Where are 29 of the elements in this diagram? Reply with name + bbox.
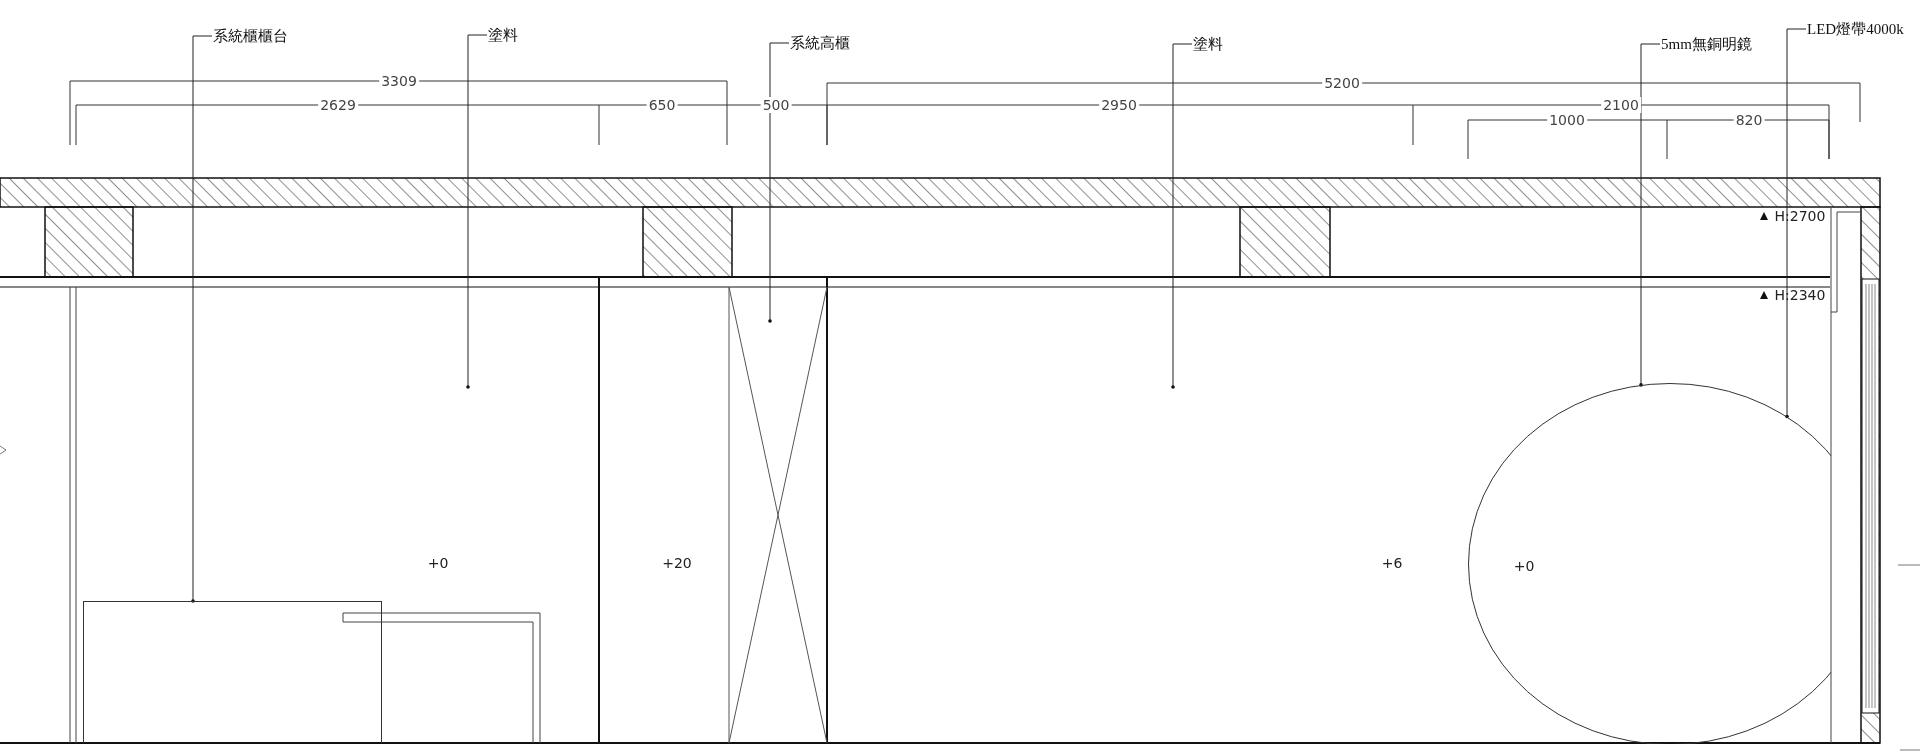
dimension-value: 5200 xyxy=(1322,75,1362,91)
level-mark: +0 xyxy=(427,555,449,571)
leader-line xyxy=(466,34,488,389)
leader-line xyxy=(1785,28,1807,419)
leader-line xyxy=(1171,43,1193,389)
leader-label: 塗料 xyxy=(1193,35,1223,53)
dimension-value: 820 xyxy=(1733,112,1765,128)
leader-line xyxy=(191,35,213,603)
level-mark: +20 xyxy=(662,555,692,571)
height-mark: H:2700 xyxy=(1774,208,1826,224)
counter-outline xyxy=(83,601,382,743)
dimension-value: 3309 xyxy=(379,73,419,89)
leader-label: 塗料 xyxy=(488,26,518,44)
level-mark: +6 xyxy=(1381,555,1403,571)
leader-label: 系統高櫃 xyxy=(790,34,850,52)
round-mirror xyxy=(1468,383,1831,744)
leader-label: 系統櫃櫃台 xyxy=(213,27,288,45)
dimension-value: 2100 xyxy=(1601,97,1641,113)
leader-line xyxy=(768,42,790,323)
dimension-value: 2950 xyxy=(1099,97,1139,113)
level-mark: +0 xyxy=(1513,558,1535,574)
dimension-value: 1000 xyxy=(1547,112,1587,128)
leader-label: 5mm無銅明鏡 xyxy=(1661,35,1752,53)
dimension-value: 2629 xyxy=(318,97,358,113)
dimension-value: 500 xyxy=(760,97,792,113)
leader-line xyxy=(1639,43,1661,387)
dimension-value: 650 xyxy=(646,97,678,113)
leader-label: LED燈帶4000k xyxy=(1807,20,1904,38)
height-mark: H:2340 xyxy=(1774,287,1826,303)
